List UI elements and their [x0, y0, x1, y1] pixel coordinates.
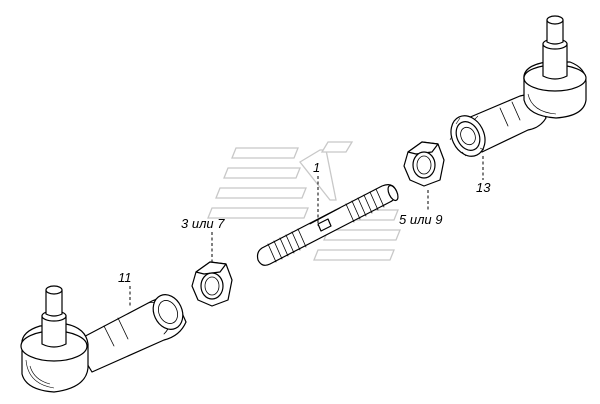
tie-rod-end-left	[20, 285, 187, 393]
callout-11: 11	[118, 270, 132, 285]
hex-nut-left	[191, 261, 233, 307]
leader-lines	[129, 156, 484, 306]
threaded-rod	[256, 184, 399, 266]
tie-rod-end-right	[449, 15, 587, 157]
callout-13: 13	[476, 180, 491, 195]
callout-3: 3 или 7	[181, 216, 225, 231]
callout-1: 1	[313, 160, 320, 175]
callout-5: 5 или 9	[399, 212, 442, 227]
hex-nut-right	[403, 141, 445, 187]
callout-labels: 1 3 или 7 5 или 9 11 13	[118, 160, 491, 285]
